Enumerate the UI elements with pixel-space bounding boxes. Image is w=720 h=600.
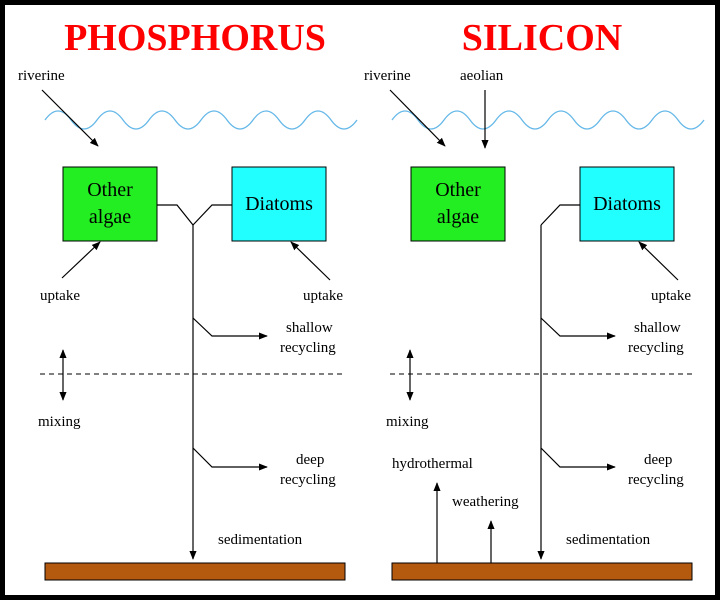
diatoms-box-p bbox=[231, 166, 327, 242]
sedimentation-label-si: sedimentation bbox=[566, 532, 651, 548]
other-algae-box-si bbox=[410, 166, 506, 242]
shallow-label-1-p: shallow bbox=[286, 320, 333, 336]
phosphorus-panel: PHOSPHORUS riverine Other algae Diatoms … bbox=[18, 17, 358, 581]
sedimentation-label-p: sedimentation bbox=[218, 532, 303, 548]
other-algae-connector-p bbox=[157, 204, 194, 226]
riverine-label-si: riverine bbox=[364, 68, 411, 84]
shallow-recycling-arrow-p bbox=[192, 317, 268, 340]
uptake-arrow-right-p bbox=[290, 241, 331, 281]
deep-recycling-arrow-si bbox=[540, 447, 616, 471]
diatoms-connector-p bbox=[192, 204, 232, 226]
silicon-title: SILICON bbox=[462, 17, 623, 59]
aeolian-label-si: aeolian bbox=[460, 68, 504, 84]
riverine-arrow-si bbox=[389, 89, 446, 147]
uptake-label-right-si: uptake bbox=[651, 288, 691, 304]
diatoms-connector-si bbox=[540, 204, 580, 226]
water-surface-wave-left bbox=[44, 110, 358, 130]
diatoms-label-p: Diatoms bbox=[245, 193, 313, 215]
mixing-label-p: mixing bbox=[38, 414, 81, 430]
water-surface-wave-right bbox=[391, 110, 705, 130]
shallow-recycling-arrow-si bbox=[540, 317, 616, 340]
sediment-layer-si bbox=[391, 562, 693, 581]
riverine-arrow-p bbox=[41, 89, 99, 147]
diatoms-label-si: Diatoms bbox=[593, 193, 661, 215]
nutrient-cycle-diagram: PHOSPHORUS riverine Other algae Diatoms … bbox=[18, 17, 705, 581]
phosphorus-title: PHOSPHORUS bbox=[64, 17, 326, 59]
deep-label-2-p: recycling bbox=[280, 472, 336, 488]
other-algae-box-p bbox=[62, 166, 158, 242]
uptake-label-left-p: uptake bbox=[40, 288, 80, 304]
other-algae-label-1-p: Other bbox=[87, 179, 133, 201]
silicon-panel: SILICON riverine aeolian Other algae Dia… bbox=[364, 17, 705, 581]
deep-recycling-arrow-p bbox=[192, 447, 268, 471]
riverine-label-p: riverine bbox=[18, 68, 65, 84]
uptake-label-right-p: uptake bbox=[303, 288, 343, 304]
other-algae-label-1-si: Other bbox=[435, 179, 481, 201]
deep-label-1-si: deep bbox=[644, 452, 672, 468]
shallow-label-2-si: recycling bbox=[628, 340, 684, 356]
mixing-label-si: mixing bbox=[386, 414, 429, 430]
hydrothermal-label-si: hydrothermal bbox=[392, 456, 473, 472]
deep-label-2-si: recycling bbox=[628, 472, 684, 488]
shallow-label-2-p: recycling bbox=[280, 340, 336, 356]
other-algae-label-2-p: algae bbox=[89, 206, 131, 228]
other-algae-label-2-si: algae bbox=[437, 206, 479, 228]
diatoms-box-si bbox=[579, 166, 675, 242]
uptake-arrow-right-si bbox=[638, 241, 679, 281]
sediment-layer-p bbox=[44, 562, 346, 581]
shallow-label-1-si: shallow bbox=[634, 320, 681, 336]
deep-label-1-p: deep bbox=[296, 452, 324, 468]
weathering-label-si: weathering bbox=[452, 494, 519, 510]
uptake-arrow-left-p bbox=[61, 241, 101, 279]
